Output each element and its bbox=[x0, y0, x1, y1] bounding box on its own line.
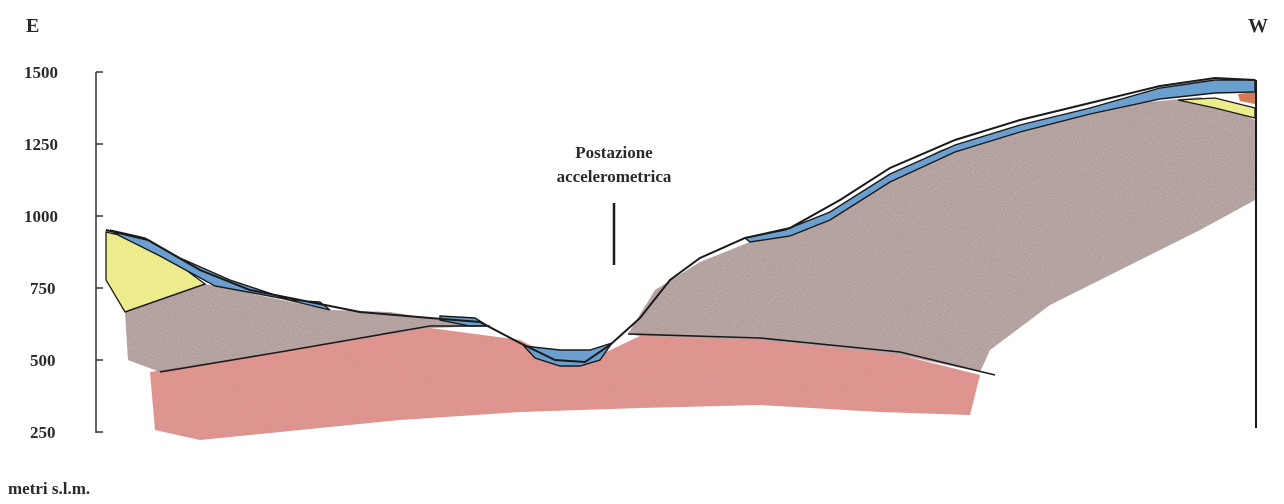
west-label: W bbox=[1248, 15, 1268, 37]
tick-label-1250: 1250 bbox=[24, 135, 58, 154]
tick-label-500: 500 bbox=[30, 351, 56, 370]
tick-label-1500: 1500 bbox=[24, 63, 58, 82]
tick-label-250: 250 bbox=[30, 423, 56, 442]
axis-unit-label: metri s.l.m. bbox=[8, 479, 90, 498]
deposit-west-red-lens bbox=[1238, 92, 1255, 104]
elevation-axis bbox=[96, 72, 103, 433]
east-label: E bbox=[26, 15, 39, 37]
shale-layer-west bbox=[628, 97, 1255, 372]
tick-label-1000: 1000 bbox=[24, 207, 58, 226]
station-label-line1: Postazione bbox=[575, 143, 653, 162]
tick-label-750: 750 bbox=[30, 279, 56, 298]
station-label-line2: accelerometrica bbox=[557, 167, 672, 186]
